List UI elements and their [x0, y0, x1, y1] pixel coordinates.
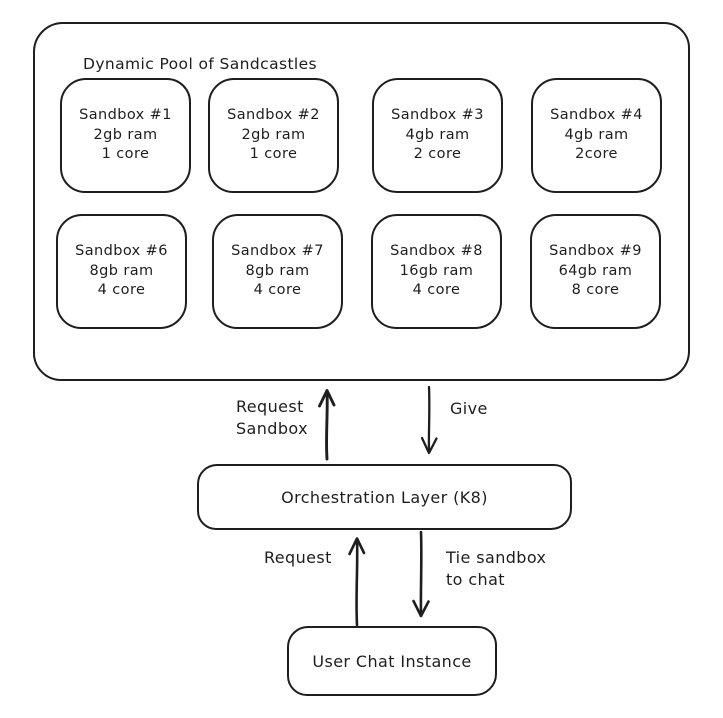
sandbox-node-8: Sandbox #8 16gb ram 4 core [371, 214, 502, 329]
sandbox-ram: 64gb ram [558, 262, 633, 279]
request-sandbox-arrow [318, 389, 336, 461]
request-arrow [348, 537, 366, 627]
sandbox-cores: 1 core [249, 146, 298, 163]
sandbox-ram: 2gb ram [93, 126, 158, 143]
sandbox-name: Sandbox #1 [79, 107, 172, 124]
sandbox-node-3: Sandbox #3 4gb ram 2 core [372, 78, 503, 193]
sandbox-name: Sandbox #3 [391, 107, 484, 124]
request-sandbox-label: Request Sandbox [236, 397, 308, 438]
sandbox-name: Sandbox #8 [390, 243, 483, 260]
sandbox-cores: 2core [575, 146, 618, 163]
sandbox-cores: 2 core [413, 146, 462, 163]
sandbox-ram: 4gb ram [405, 126, 470, 143]
sandbox-name: Sandbox #6 [75, 243, 168, 260]
orchestration-label: Orchestration Layer (K8) [281, 487, 488, 507]
sandbox-node-1: Sandbox #1 2gb ram 1 core [60, 78, 191, 193]
orchestration-layer-node: Orchestration Layer (K8) [197, 464, 572, 530]
give-arrow [420, 385, 438, 455]
sandbox-cores: 1 core [101, 146, 150, 163]
tie-sandbox-arrow [412, 530, 430, 618]
pool-title: Dynamic Pool of Sandcastles [83, 55, 318, 73]
sandbox-name: Sandbox #9 [549, 243, 642, 260]
sandbox-node-9: Sandbox #9 64gb ram 8 core [530, 214, 661, 329]
sandbox-name: Sandbox #2 [227, 107, 320, 124]
user-chat-label: User Chat Instance [312, 651, 472, 671]
sandbox-ram: 2gb ram [241, 126, 306, 143]
sandbox-node-2: Sandbox #2 2gb ram 1 core [208, 78, 339, 193]
sandbox-cores: 4 core [97, 282, 146, 299]
sandbox-cores: 8 core [571, 282, 620, 299]
sandbox-cores: 4 core [412, 282, 461, 299]
sandbox-ram: 8gb ram [245, 262, 310, 279]
tie-sandbox-label: Tie sandbox to chat [446, 548, 547, 589]
sandbox-node-4: Sandbox #4 4gb ram 2core [531, 78, 662, 193]
sandbox-name: Sandbox #7 [231, 243, 324, 260]
sandbox-cores: 4 core [253, 282, 302, 299]
request-label: Request [264, 548, 332, 567]
sandbox-ram: 16gb ram [399, 262, 474, 279]
sandbox-ram: 4gb ram [564, 126, 629, 143]
sandbox-node-6: Sandbox #6 8gb ram 4 core [56, 214, 187, 329]
sandbox-node-7: Sandbox #7 8gb ram 4 core [212, 214, 343, 329]
user-chat-instance-node: User Chat Instance [287, 626, 497, 696]
sandbox-name: Sandbox #4 [550, 107, 643, 124]
give-label: Give [450, 399, 488, 418]
sandbox-ram: 8gb ram [89, 262, 154, 279]
